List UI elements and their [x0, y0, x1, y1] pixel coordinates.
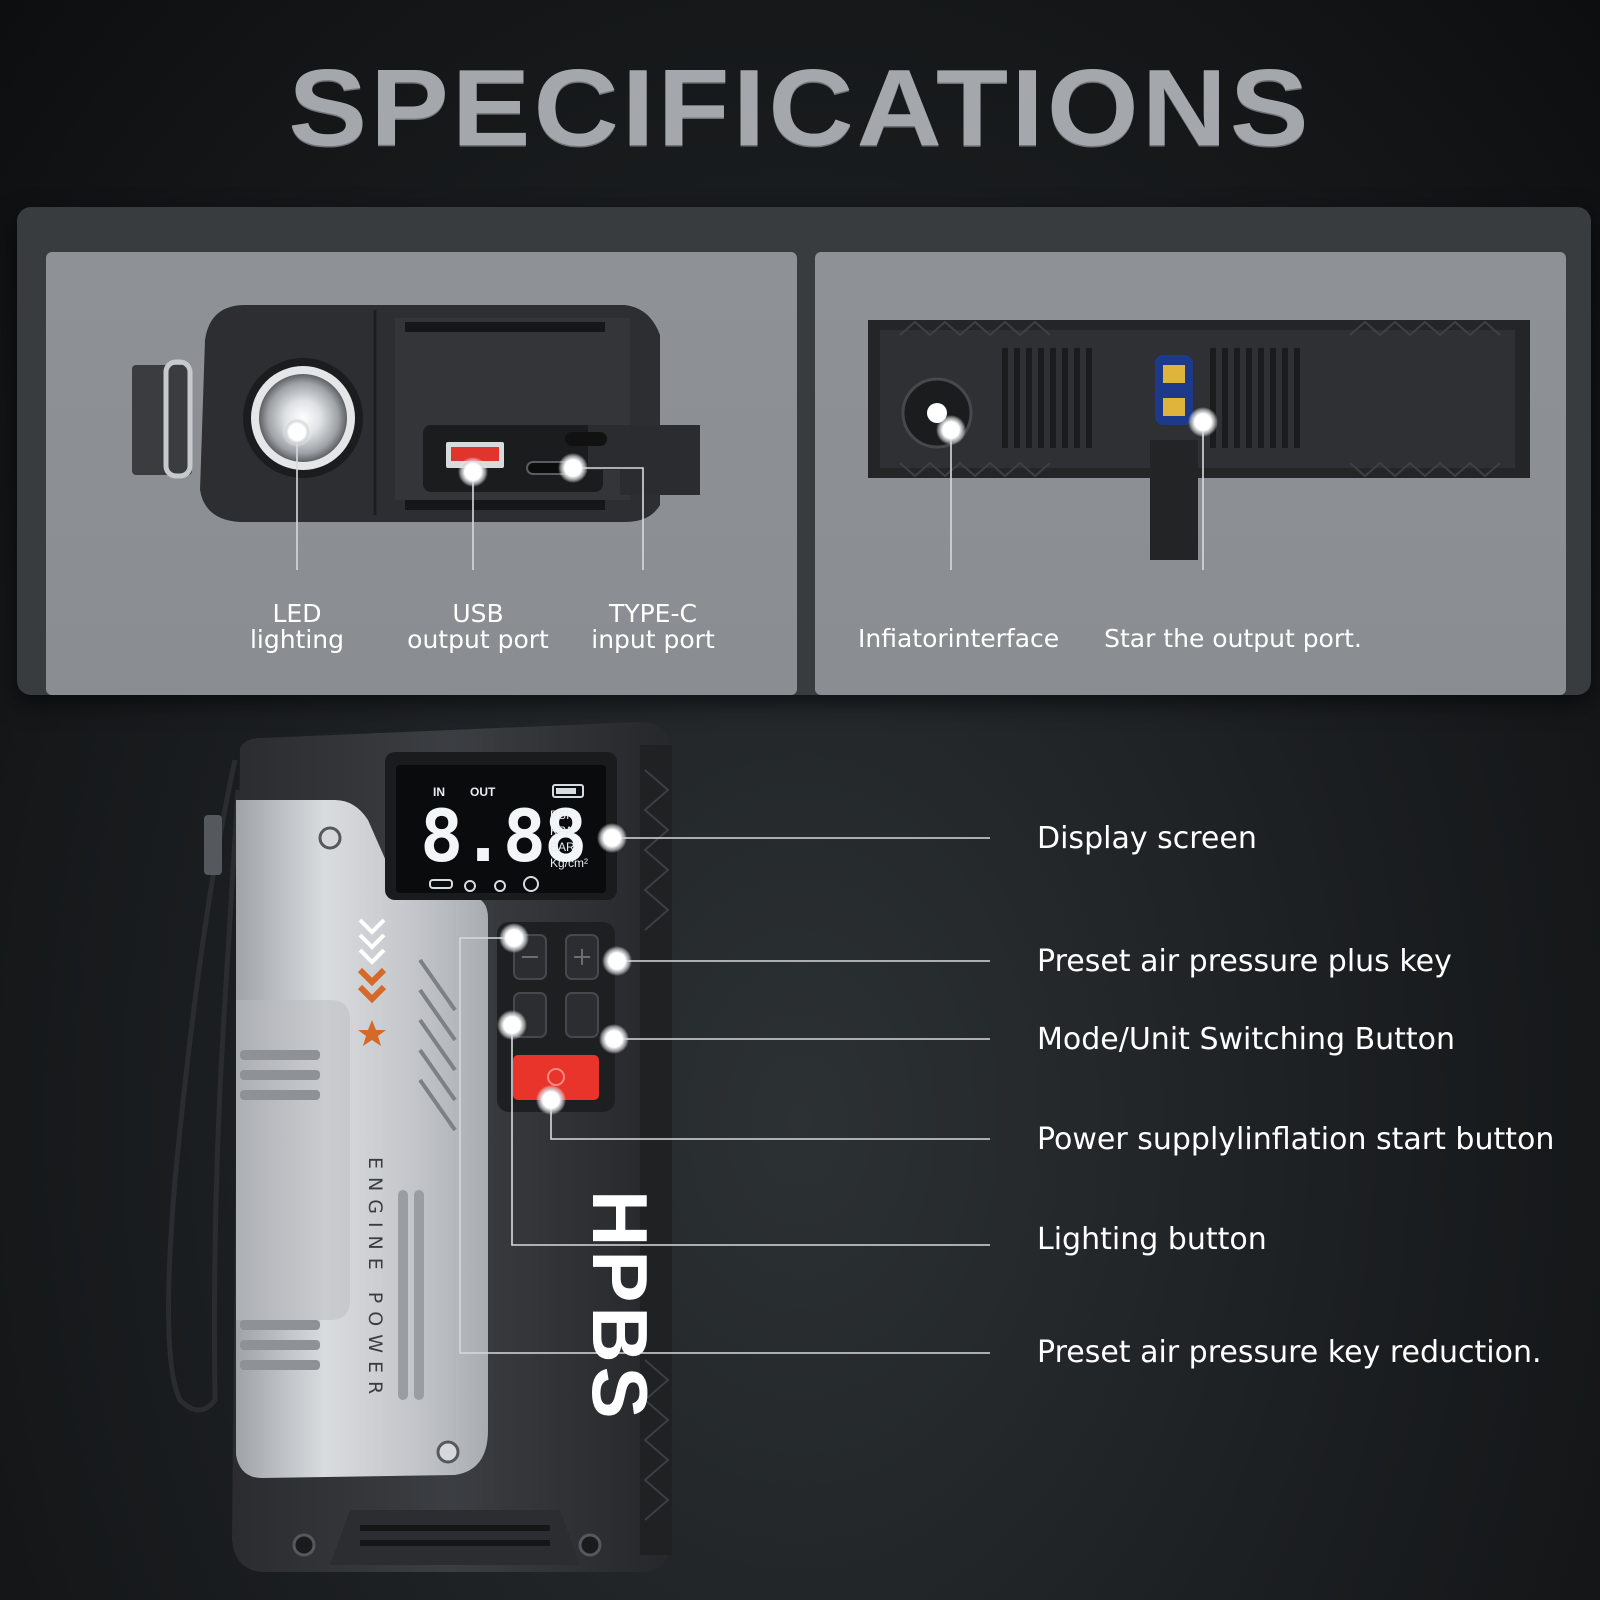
device-front-view	[166, 722, 672, 1572]
display-digits: 8.88	[420, 794, 587, 878]
battery-icon	[552, 784, 584, 798]
brand-logo: HPBS	[576, 1190, 664, 1423]
label-usb-output-port: USB output port	[407, 599, 549, 654]
label-led-lighting: LED lighting	[249, 599, 345, 654]
callout-display-screen: Display screen	[1037, 821, 1257, 856]
mode-icon	[565, 992, 599, 1038]
flashlight-icon	[259, 374, 347, 462]
callout-lighting-button: Lighting button	[1037, 1222, 1267, 1257]
display-unit-kpa: KPA	[550, 824, 574, 838]
callout-reduction-key: Preset air pressure key reduction.	[1037, 1335, 1542, 1370]
callout-dots	[282, 407, 1218, 1115]
sub-brand-text: ENGINE POWER	[364, 1157, 386, 1403]
callout-plus-key: Preset air pressure plus key	[1037, 944, 1452, 979]
power-icon	[513, 1055, 599, 1100]
display-unit-kgcm: Kg/cm²	[550, 856, 589, 870]
callout-mode-button: Mode/Unit Switching Button	[1037, 1022, 1456, 1057]
device-side-view	[132, 305, 700, 522]
device-top-view	[868, 320, 1530, 560]
callout-lines	[296, 422, 1204, 1354]
label-star-output-port: Star the output port.	[1104, 624, 1362, 653]
display-in-label: IN	[433, 785, 445, 799]
page-title: SPECIFICATIONS	[288, 47, 1312, 169]
callout-power-button: Power supplylinflation start button	[1037, 1122, 1555, 1157]
label-type-c-input-port: TYPE-C input port	[591, 599, 715, 654]
display-unit-bar: BAR	[550, 840, 575, 854]
label-inflator-interface: Infiatorinterface	[858, 624, 1060, 653]
display-out-label: OUT	[470, 785, 496, 799]
display-unit-psi: PSI	[550, 808, 570, 822]
